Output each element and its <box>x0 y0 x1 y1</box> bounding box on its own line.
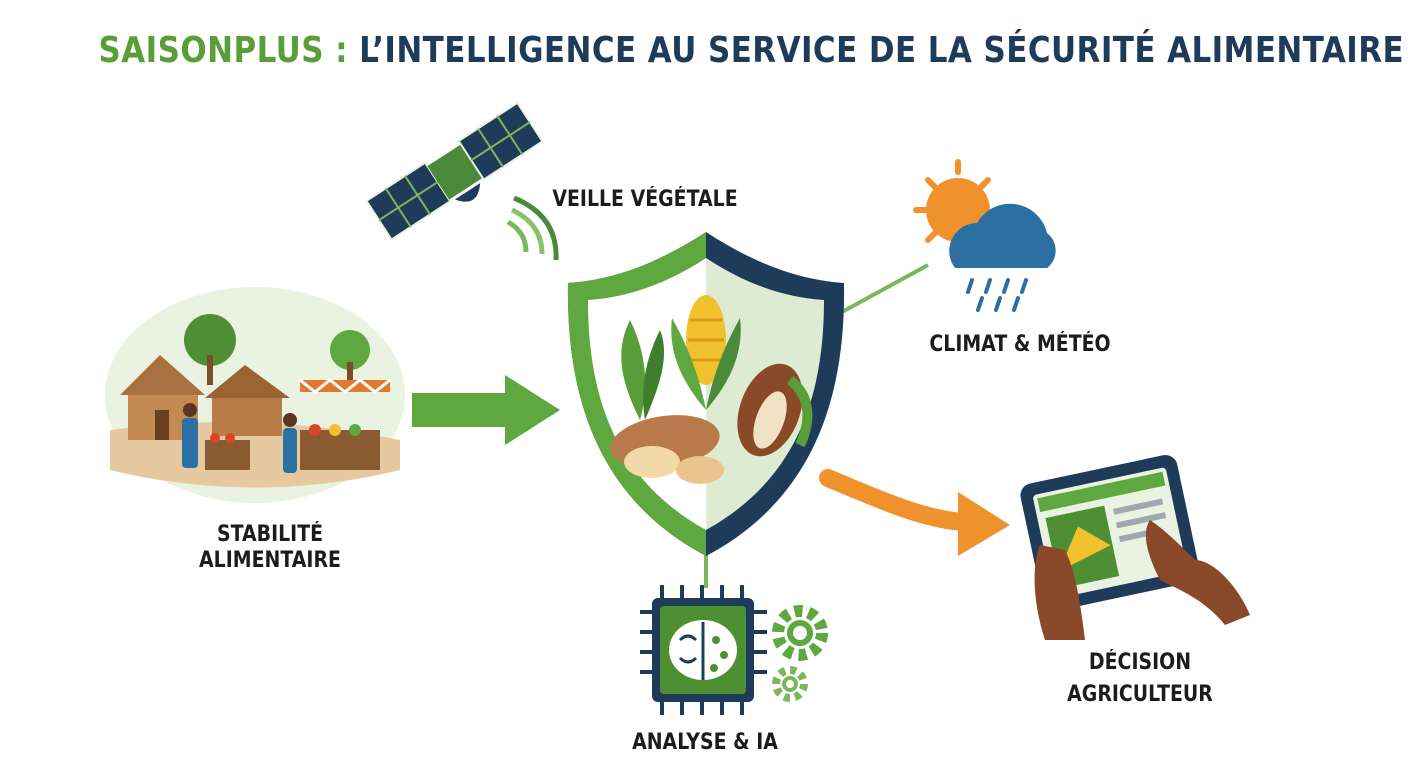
title-rest: L’INTELLIGENCE AU SERVICE DE LA SÉCURITÉ… <box>359 30 1405 71</box>
leaf-plant-icon <box>621 320 665 420</box>
gear-icon <box>772 605 828 702</box>
page-title: SAISONPLUS : L’INTELLIGENCE AU SERVICE D… <box>98 30 1404 71</box>
crops <box>610 295 813 484</box>
signal-waves <box>506 195 559 261</box>
label-stabilite-line2: ALIMENTAIRE <box>199 548 341 573</box>
arrow-shield-to-decision <box>819 469 974 531</box>
label-veille-vegetale: VEILLE VÉGÉTALE <box>552 187 738 212</box>
market-village-icon <box>105 287 405 503</box>
title-brand: SAISONPLUS : <box>98 30 348 71</box>
satellite-icon <box>365 101 544 241</box>
line-shield-to-climate <box>841 263 929 314</box>
label-stabilite-line1: STABILITÉ <box>216 522 324 547</box>
label-climat-meteo: CLIMAT & MÉTÉO <box>929 332 1111 357</box>
label-decision-line1: DÉCISION <box>1088 650 1192 675</box>
label-decision-line2: AGRICULTEUR <box>1067 682 1213 707</box>
cocoa-icon <box>737 363 813 457</box>
ai-chip-brain-icon <box>640 585 767 715</box>
yam-icon <box>610 415 724 484</box>
arrow-market-to-shield <box>412 375 560 445</box>
tablet-hands-icon <box>1020 455 1250 640</box>
sun-cloud-rain-icon <box>913 159 1056 312</box>
label-analyse-ia: ANALYSE & IA <box>632 730 778 755</box>
connectors <box>412 263 1010 588</box>
corn-icon <box>671 295 741 410</box>
